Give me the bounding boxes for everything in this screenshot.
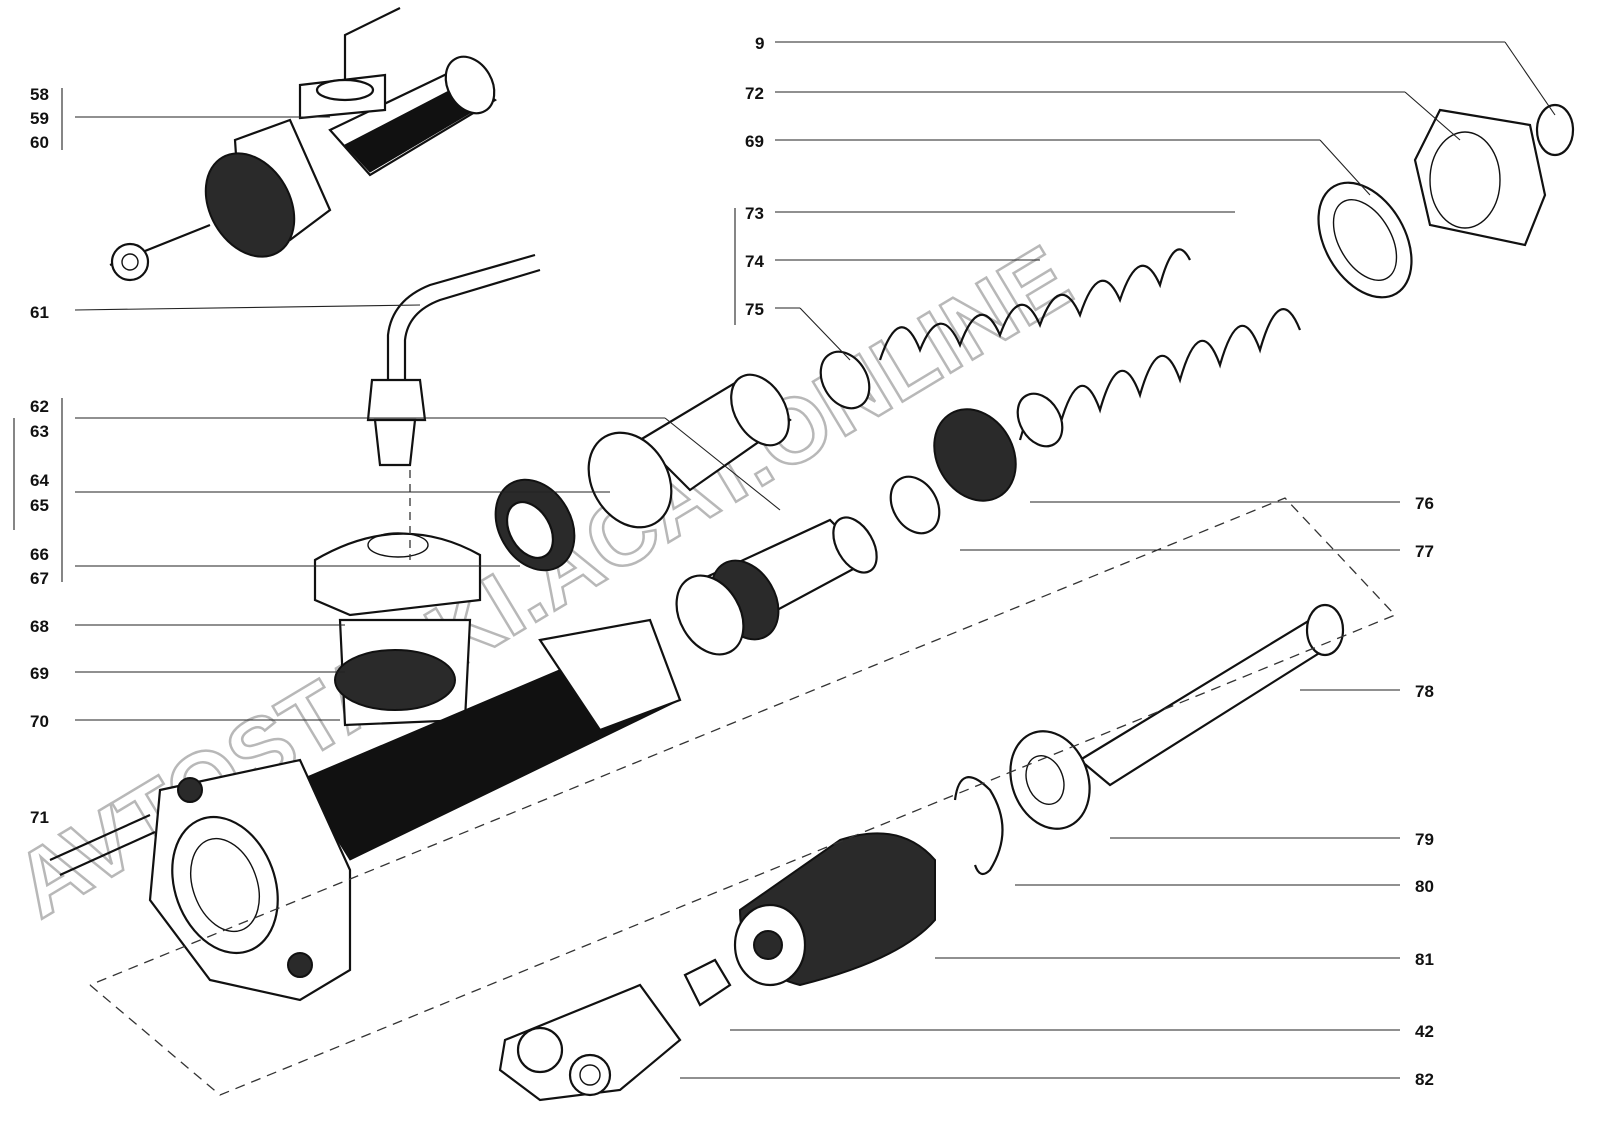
pushrod-assembly xyxy=(498,603,1345,1102)
callout-79: 79 xyxy=(1415,830,1434,849)
callout-66: 66 xyxy=(30,545,49,564)
callout-78: 78 xyxy=(1415,682,1434,701)
callout-59: 59 xyxy=(30,109,49,128)
callout-63: 63 xyxy=(30,422,49,441)
assembled-master-cylinder xyxy=(109,7,497,282)
piston-assembly xyxy=(494,373,878,656)
callout-69-left: 69 xyxy=(30,664,49,683)
callout-81: 81 xyxy=(1415,950,1434,969)
springs-and-seals xyxy=(819,103,1575,535)
callout-77: 77 xyxy=(1415,542,1434,561)
callout-72: 72 xyxy=(745,84,764,103)
callout-62: 62 xyxy=(30,397,49,416)
brake-line-fitting xyxy=(366,253,541,467)
callout-71: 71 xyxy=(30,808,49,827)
assembly-outline-dashed xyxy=(89,497,1397,1096)
callout-68: 68 xyxy=(30,617,49,636)
callout-76: 76 xyxy=(1415,494,1434,513)
callout-75: 75 xyxy=(745,300,764,319)
master-cylinder-body xyxy=(49,532,682,1002)
callout-9: 9 xyxy=(755,34,764,53)
callout-58: 58 xyxy=(30,85,49,104)
callout-69-right: 69 xyxy=(745,132,764,151)
callout-61: 61 xyxy=(30,303,49,322)
callout-74: 74 xyxy=(745,252,764,271)
callout-64: 64 xyxy=(30,471,49,490)
callout-73: 73 xyxy=(745,204,764,223)
callout-labels: 58 59 60 61 62 63 64 65 66 67 68 69 70 7… xyxy=(30,34,1434,1089)
leader-lines xyxy=(13,41,1556,1079)
callout-80: 80 xyxy=(1415,877,1434,896)
callout-67: 67 xyxy=(30,569,49,588)
callout-42: 42 xyxy=(1415,1022,1434,1041)
callout-65: 65 xyxy=(30,496,49,515)
callout-82: 82 xyxy=(1415,1070,1434,1089)
callout-60: 60 xyxy=(30,133,49,152)
callout-70: 70 xyxy=(30,712,49,731)
